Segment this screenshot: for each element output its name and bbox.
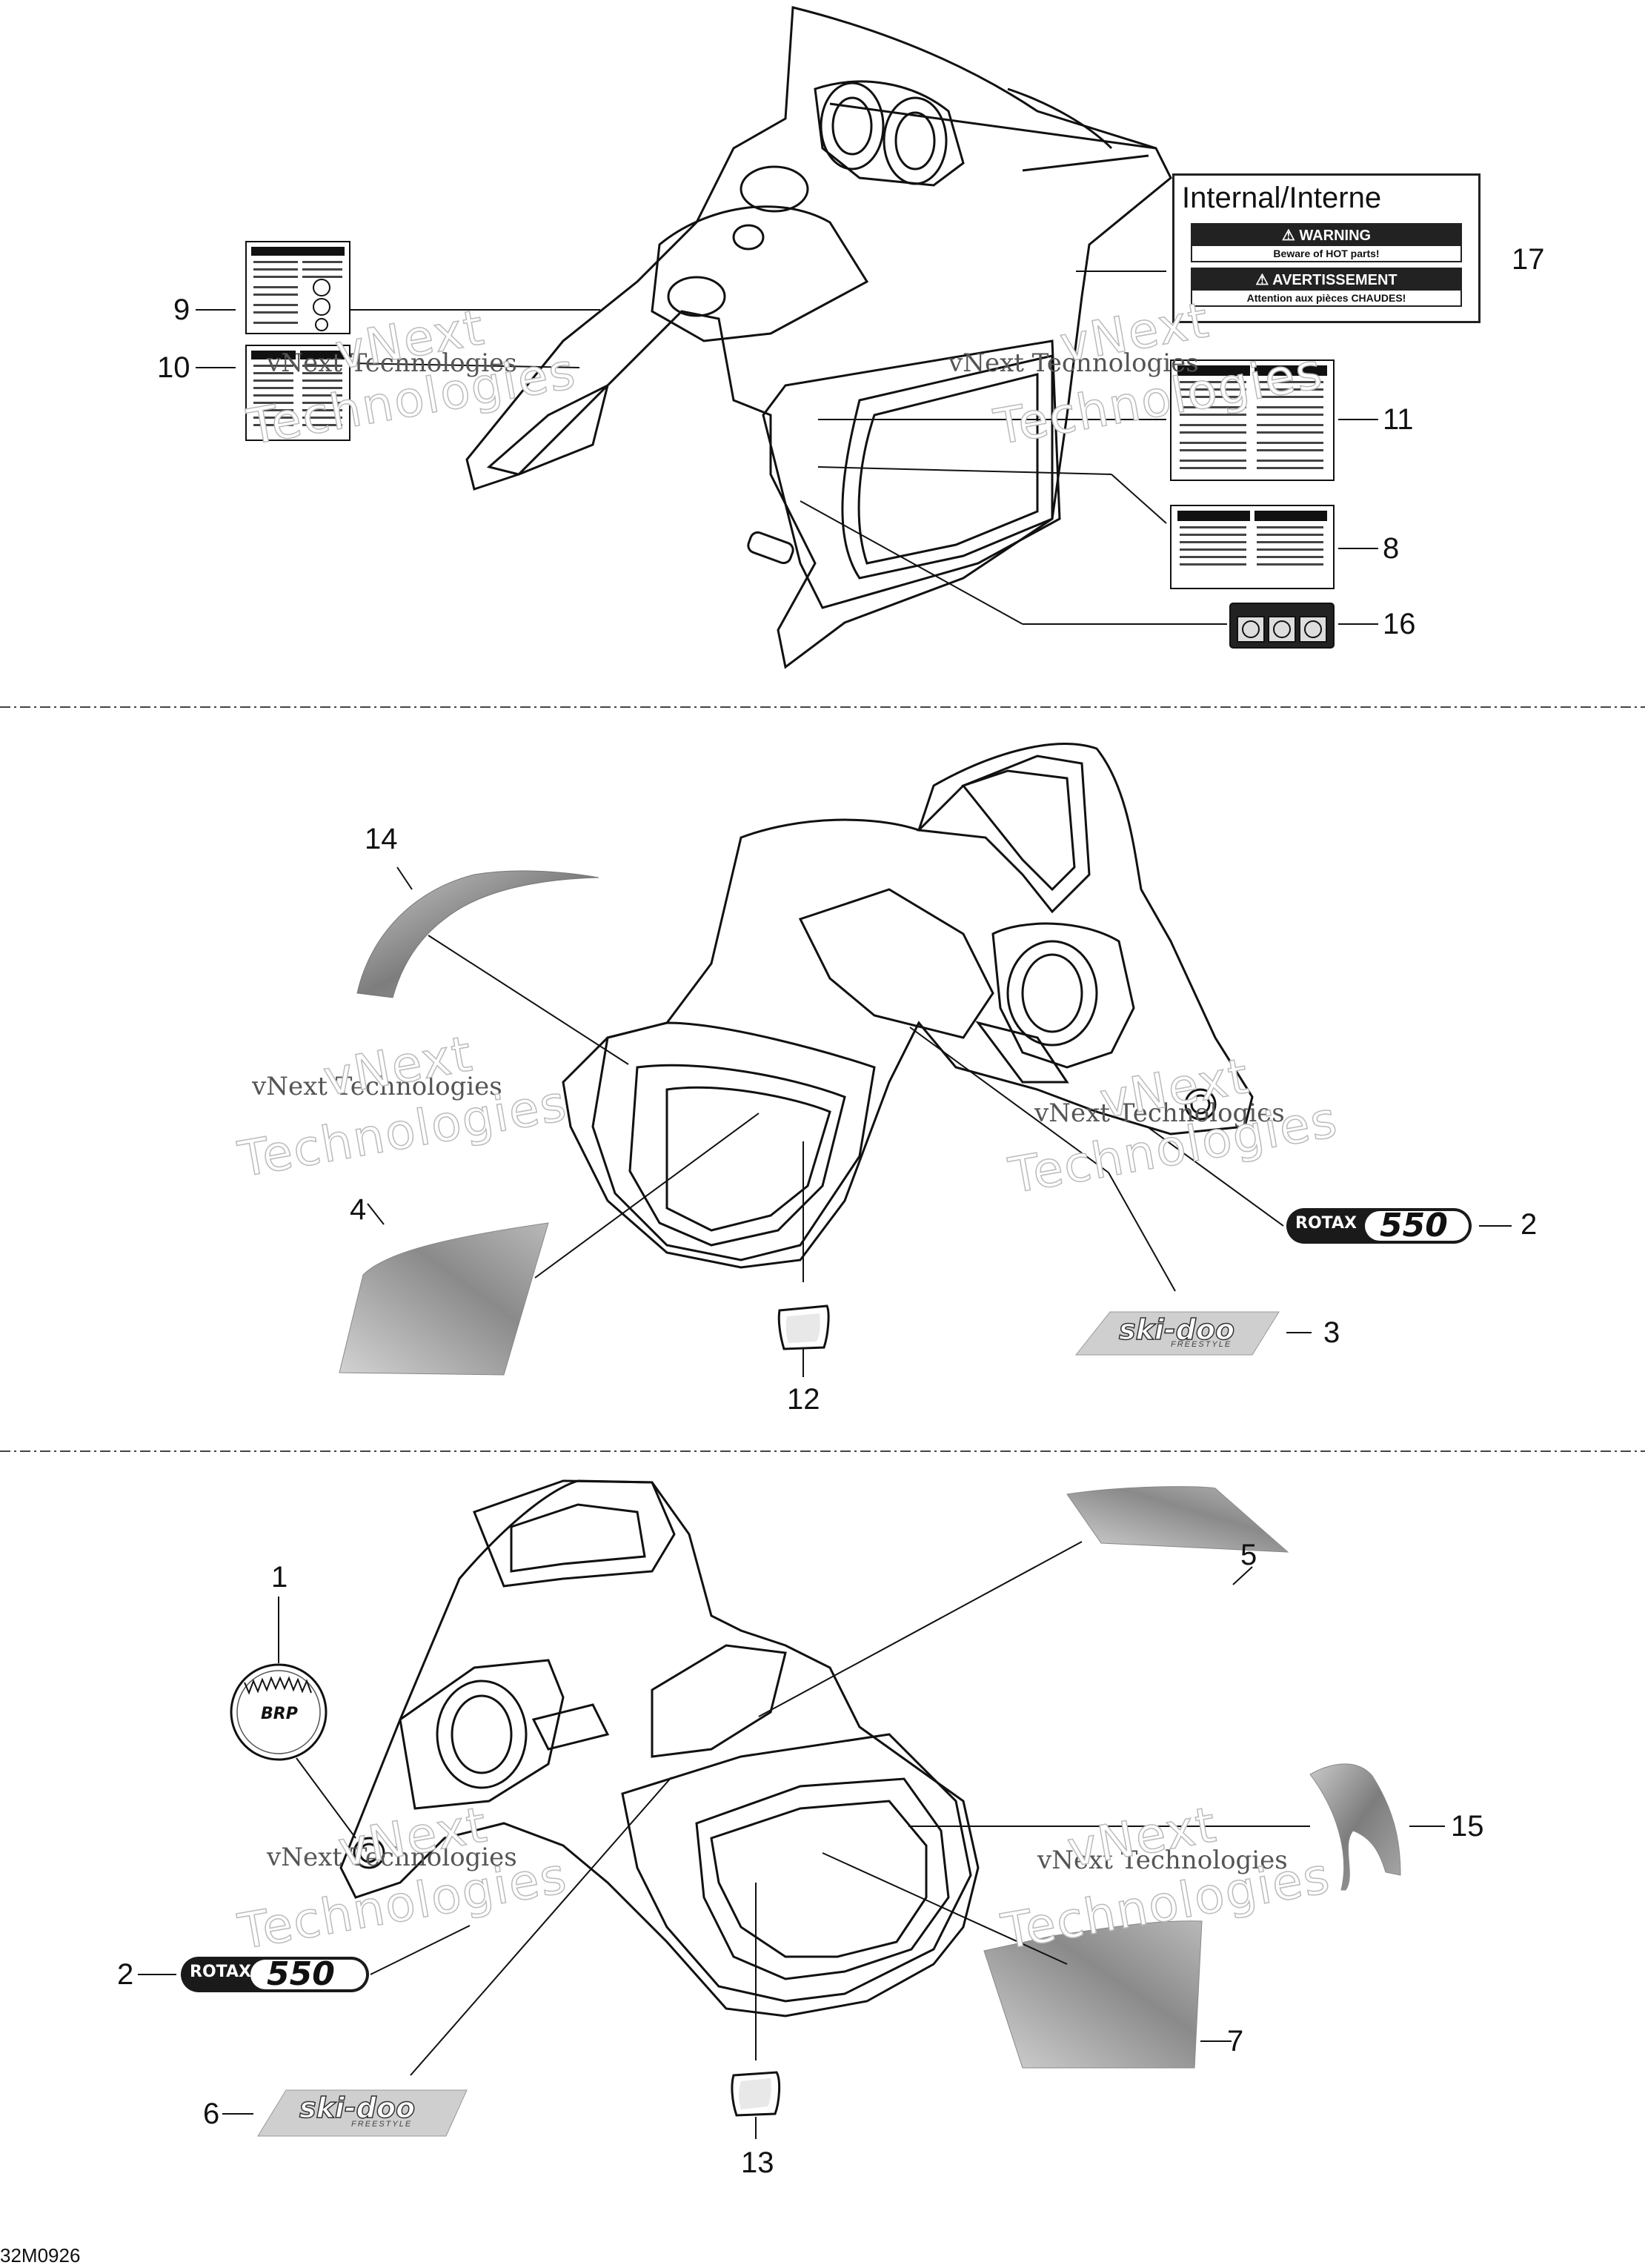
warning-french-text: Attention aux pièces CHAUDES! xyxy=(1246,292,1406,304)
skidoo-top-sub: FREESTYLE xyxy=(1171,1340,1232,1349)
callout-15: 15 xyxy=(1451,1810,1484,1843)
rotax-top-number: 550 xyxy=(1380,1207,1448,1244)
callout-9: 9 xyxy=(173,294,190,326)
callout-6: 6 xyxy=(203,2098,220,2130)
decal-5-shape xyxy=(1066,1486,1289,1553)
callout-14: 14 xyxy=(365,823,398,855)
callout-7: 7 xyxy=(1227,2025,1244,2058)
decal-3-skidoo-top xyxy=(1074,1311,1280,1356)
section1-leaders xyxy=(196,259,1378,625)
rotax-top-word: ROTAX xyxy=(1295,1214,1357,1233)
label-8-graphic xyxy=(1170,505,1335,589)
skidoo-top-word: ski-doo xyxy=(1118,1313,1235,1347)
watermark-small-6: vNext Technologies xyxy=(1037,1846,1288,1875)
decal-6-skidoo-bottom xyxy=(257,2089,468,2137)
callout-1: 1 xyxy=(271,1561,288,1594)
decal-15-shape xyxy=(1309,1763,1401,1891)
watermark-small-5: vNext Technologies xyxy=(267,1843,517,1872)
section2-leaders xyxy=(367,866,1512,1377)
callout-2-top: 2 xyxy=(1521,1208,1538,1241)
label-11-graphic xyxy=(1170,359,1335,481)
label-16-graphic xyxy=(1229,603,1335,649)
hood-interior-drawing xyxy=(465,6,1172,669)
watermark-small-3: vNext Technologies xyxy=(252,1072,502,1101)
warning-english-text: Beware of HOT parts! xyxy=(1273,248,1380,259)
decal-12-shape xyxy=(777,1304,830,1350)
callout-13: 13 xyxy=(741,2146,774,2179)
brp-badge-text: BRP xyxy=(261,1705,298,1723)
warning-english-box: ⚠ WARNING Beware of HOT parts! xyxy=(1191,223,1462,262)
callout-4: 4 xyxy=(350,1193,367,1226)
label-10-graphic xyxy=(245,345,350,441)
callout-10: 10 xyxy=(157,351,190,384)
callout-12: 12 xyxy=(787,1383,820,1416)
watermark-small-2: vNext Technologies xyxy=(948,348,1199,378)
hood-front-view-drawing xyxy=(562,743,1254,1269)
callout-16: 16 xyxy=(1383,608,1416,640)
callout-5: 5 xyxy=(1240,1539,1257,1571)
decal-4-shape xyxy=(339,1222,549,1376)
rotax-bottom-number: 550 xyxy=(267,1955,335,1993)
decal-13-shape xyxy=(731,2071,781,2117)
decal-2-rotax-top xyxy=(1286,1208,1472,1244)
watermark-small-4: vNext Technologies xyxy=(1034,1098,1285,1128)
callout-8: 8 xyxy=(1383,532,1400,565)
decal-2-rotax-bottom xyxy=(181,1957,369,1992)
skidoo-bottom-word: ski-doo xyxy=(299,2091,416,2125)
decal-7-shape xyxy=(983,1920,1203,2069)
decal-14-shape xyxy=(356,870,599,998)
warning-english-heading: ⚠ WARNING xyxy=(1192,225,1460,246)
skidoo-bottom-sub: FREESTYLE xyxy=(351,2120,413,2129)
label-17-title: Internal/Interne xyxy=(1182,182,1382,214)
warning-french-heading: ⚠ AVERTISSEMENT xyxy=(1192,269,1460,291)
decal-1-brp-badge xyxy=(230,1663,328,1761)
callout-17: 17 xyxy=(1512,243,1545,276)
diagram-code: 32M0926 xyxy=(0,2244,81,2267)
warning-french-box: ⚠ AVERTISSEMENT Attention aux pièces CHA… xyxy=(1191,268,1462,307)
label-17-internal-panel: Internal/Interne ⚠ WARNING Beware of HOT… xyxy=(1172,173,1480,323)
rotax-bottom-word: ROTAX xyxy=(190,1963,251,1981)
label-9-graphic xyxy=(245,241,350,334)
callout-11: 11 xyxy=(1383,403,1414,436)
watermark-small-1: vNext Technologies xyxy=(267,348,517,378)
callout-3: 3 xyxy=(1323,1316,1340,1349)
callout-2-bottom: 2 xyxy=(117,1958,134,1991)
hood-side-view-drawing xyxy=(339,1479,980,2017)
section3-leaders xyxy=(138,1541,1445,2139)
